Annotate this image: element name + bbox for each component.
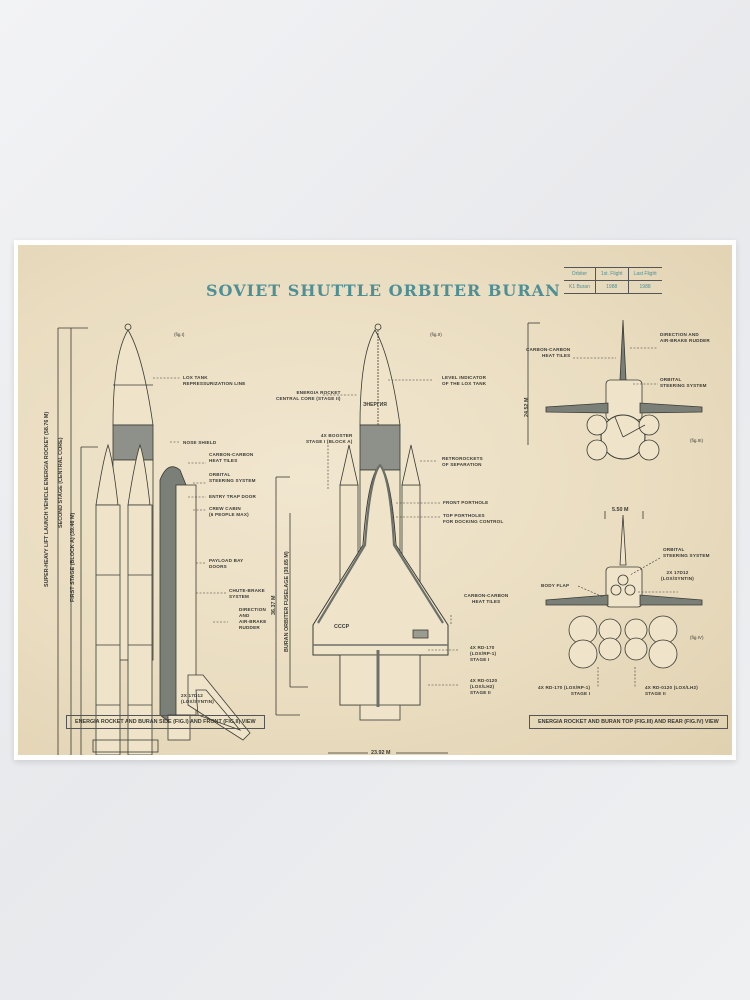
- energia-core-text: ЭНЕРГИЯ: [363, 402, 387, 408]
- label-text: DIRECTION AND AIR-BRAKE RUDDER: [239, 607, 267, 630]
- front-view-rocket-drawing: [275, 323, 449, 754]
- fuselage-dimension: BURAN ORBITER FUSELAGE (30.85 M): [284, 551, 290, 652]
- label-text: FRONT PORTHOLE: [443, 500, 489, 505]
- label-retrorockets: RETROROCKETS OF SEPARATION: [442, 456, 483, 468]
- label-rd0120: 4x RD-0120 (LOX/LH2) STAGE II: [470, 678, 497, 696]
- label-top-orbital-steering: ORBITAL STEERING SYSTEM: [660, 377, 707, 389]
- top-view-dimension: 24.52 M: [524, 397, 530, 417]
- label-text: ORBITAL STEERING SYSTEM: [663, 547, 710, 558]
- table-cell: 1988: [594, 280, 629, 294]
- front-height-dimension: 36.37 M: [271, 595, 277, 615]
- label-top-rudder: DIRECTION AND AIR-BRAKE RUDDER: [660, 332, 710, 344]
- label-text: NOSE SHIELD: [183, 440, 217, 445]
- label-central-core: ENERGIA ROCKET CENTRAL CORE (STAGE II): [276, 390, 341, 402]
- label-text: TOP PORTHOLES FOR DOCKING CONTROL: [443, 513, 504, 524]
- total-height-dimension: SUPER-HEAVY LIFT LAUNCH VEHICLE ENERGIA …: [44, 411, 50, 587]
- label-payload-bay-doors: PAYLOAD BAY DOORS: [209, 558, 243, 570]
- fig2-label: (fig.II): [430, 332, 442, 337]
- label-text: LEVEL INDICATOR OF THE LOX TANK: [442, 375, 487, 386]
- label-heat-tiles: CARBON-CARBON HEAT TILES: [209, 452, 253, 464]
- label-top-heat-tiles: CARBON-CARBON HEAT TILES: [526, 347, 570, 359]
- label-nose-shield: NOSE SHIELD: [183, 440, 216, 446]
- label-text: ORBITAL STEERING SYSTEM: [209, 472, 256, 483]
- label-text: 4x RD-170 (LOX/RP-1) STAGE I: [538, 685, 591, 696]
- label-body-flap: BODY FLAP: [541, 583, 569, 589]
- table-row: K1 Buran 1988 1988: [564, 280, 662, 294]
- label-entry-trap-door: ENTRY TRAP DOOR: [209, 494, 256, 500]
- label-front-heat-tiles: CARBON-CARBON HEAT TILES: [464, 593, 508, 605]
- label-lox-tank-repressurization: LOX TANK REPRESSURIZATION LINE: [183, 375, 246, 387]
- table-header: Orbiter: [571, 271, 588, 277]
- label-top-portholes: TOP PORTHOLES FOR DOCKING CONTROL: [443, 513, 503, 525]
- label-text: PAYLOAD BAY DOORS: [209, 558, 244, 569]
- top-view-orbiter-drawing: [527, 319, 703, 461]
- label-text: 2x 17D12 (LOX/SYNTIN): [661, 570, 695, 581]
- table-cell: K1 Buran: [569, 284, 590, 290]
- label-text: CARBON-CARBON HEAT TILES: [209, 452, 254, 463]
- label-text: CHUTE-BRAKE SYSTEM: [229, 588, 265, 599]
- side-view-rocket-drawing: [57, 323, 251, 755]
- label-text: ENERGIA ROCKET CENTRAL CORE (STAGE II): [276, 390, 341, 401]
- front-width-dimension: 23.92 M: [371, 750, 391, 755]
- rear-view-orbiter-drawing: [545, 511, 703, 669]
- label-chute-brake: CHUTE-BRAKE SYSTEM: [229, 588, 265, 600]
- top-rear-caption: ENERGIA ROCKET AND BURAN TOP (fig.III) A…: [529, 715, 728, 729]
- label-text: 4x BOOSTER STAGE I (BLOCK A): [306, 433, 353, 444]
- table-cell: 1988: [627, 280, 662, 294]
- label-rear-rd0120: 4x RD-0120 (LOX/LH2) STAGE II: [645, 685, 698, 697]
- blueprint-drawings: [57, 319, 703, 755]
- label-booster-stage1: 4x BOOSTER STAGE I (BLOCK A): [306, 433, 353, 445]
- poster: SOVIET SHUTTLE ORBITER BURAN Orbiter 1st…: [18, 245, 732, 755]
- label-rudder: DIRECTION AND AIR-BRAKE RUDDER: [239, 607, 267, 631]
- fig3-label: (fig.III): [690, 438, 704, 443]
- rear-width-dimension: 5.50 M: [612, 507, 629, 513]
- table-header-row: Orbiter 1st. Flight Last Flight: [564, 267, 662, 281]
- label-level-indicator: LEVEL INDICATOR OF THE LOX TANK: [442, 375, 486, 387]
- label-17d12-engines: 2x 17D12 (LOX/SYNTIN): [181, 693, 214, 705]
- label-rear-orbital-steering: ORBITAL STEERING SYSTEM: [663, 547, 710, 559]
- label-rd170: 4x RD-170 (LOX/RP-1) STAGE I: [470, 645, 496, 663]
- second-stage-dimension: SECOND STAGE (CENTRAL CORE): [58, 437, 64, 528]
- label-text: ENTRY TRAP DOOR: [209, 494, 257, 499]
- cccp-marking: СССР: [334, 624, 350, 630]
- label-text: 4x RD-0120 (LOX/LH2) STAGE II: [645, 685, 699, 696]
- label-text: 2x 17D12 (LOX/SYNTIN): [181, 693, 215, 704]
- fig4-label: (fig.IV): [690, 635, 704, 640]
- label-front-porthole: FRONT PORTHOLE: [443, 500, 488, 506]
- label-text: RETROROCKETS OF SEPARATION: [442, 456, 483, 467]
- label-text: BODY FLAP: [541, 583, 570, 588]
- label-rear-17d12: 2x 17D12 (LOX/SYNTIN): [661, 570, 694, 582]
- label-text: 4x RD-170 (LOX/RP-1) STAGE I: [470, 645, 497, 662]
- orbiter-info-table: Orbiter 1st. Flight Last Flight K1 Buran…: [564, 267, 662, 294]
- label-orbital-steering: ORBITAL STEERING SYSTEM: [209, 472, 256, 484]
- label-text: 4x RD-0120 (LOX/LH2) STAGE II: [470, 678, 498, 695]
- label-text: CARBON-CARBON HEAT TILES: [464, 593, 509, 604]
- first-stage-dimension: FIRST STAGE (BLOCK A) (39.46 M): [70, 512, 76, 602]
- label-rear-rd170: 4x RD-170 (LOX/RP-1) STAGE I: [538, 685, 590, 697]
- label-crew-cabin: CREW CABIN (6 PEOPLE MAX): [209, 506, 249, 518]
- table-header: Last Flight: [627, 267, 662, 281]
- label-text: DIRECTION AND AIR-BRAKE RUDDER: [660, 332, 710, 343]
- label-text: LOX TANK REPRESSURIZATION LINE: [183, 375, 246, 386]
- label-text: CREW CABIN (6 PEOPLE MAX): [209, 506, 249, 517]
- poster-title: SOVIET SHUTTLE ORBITER BURAN: [206, 281, 561, 300]
- label-text: CARBON-CARBON HEAT TILES: [526, 347, 571, 358]
- side-front-caption: ENERGIA ROCKET AND BURAN SIDE (fig.I) AN…: [66, 715, 265, 729]
- fig1-label: (fig.I): [174, 332, 185, 337]
- label-text: ORBITAL STEERING SYSTEM: [660, 377, 707, 388]
- table-header: 1st. Flight: [594, 267, 629, 281]
